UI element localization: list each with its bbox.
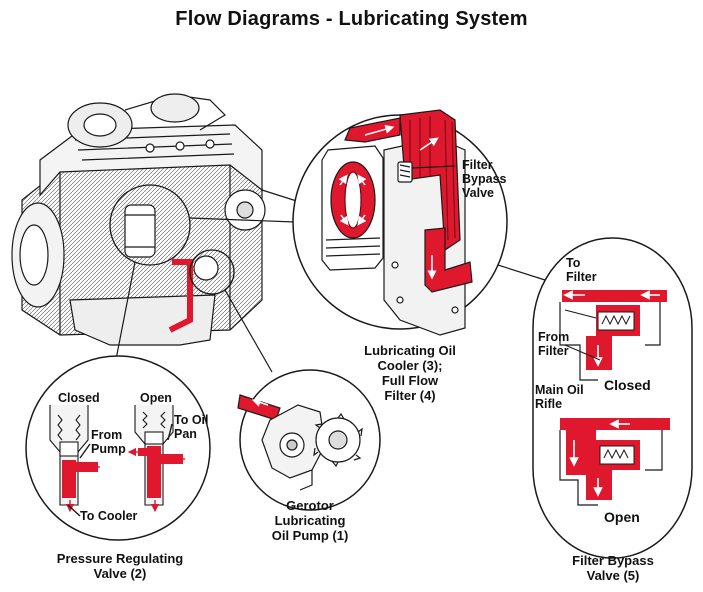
from-pump-line-2: Pump [91, 442, 126, 456]
main-oil-rifle-line-2: Rifle [535, 397, 563, 411]
main-oil-rifle-label: Main Oil Rifle [535, 383, 584, 411]
cooler-filter-illustration [321, 109, 473, 336]
to-oil-pan-line-2: Pan [174, 427, 197, 441]
pump-caption: Gerotor Lubricating Oil Pump (1) [255, 498, 365, 543]
bypass-closed-label: Closed [604, 377, 651, 393]
bypass-open-label: Open [604, 509, 640, 525]
from-filter-callout-line [564, 309, 597, 319]
bypass-valve-open-diagram [559, 418, 670, 506]
bypass-callout-line [411, 165, 456, 169]
from-pump-line-1: From [91, 428, 123, 442]
pump-caption-line-2: Lubricating [274, 513, 346, 528]
from-filter-line-1: From [538, 330, 570, 344]
filter-bypass-valve-callout: Filter Bypass Valve [462, 158, 506, 200]
cooler-flow-arrows [338, 124, 439, 280]
to-filter-line-1: To [566, 256, 581, 270]
pump-caption-line-1: Gerotor [286, 498, 334, 513]
page-title: Flow Diagrams - Lubricating System [175, 8, 528, 30]
caption-line-1: Lubricating Oil [364, 343, 456, 358]
callout-line-3: Valve [462, 186, 494, 200]
caption-line-4: Filter (4) [384, 388, 436, 403]
to-cooler-label: To Cooler [80, 509, 138, 523]
from-pump-label: From Pump [91, 428, 126, 456]
to-oil-pan-line-1: To Oil [174, 413, 209, 427]
from-filter-label: From Filter [538, 330, 569, 358]
prv-closed-label: Closed [58, 391, 100, 405]
bypass-valve-detail-oval [532, 237, 693, 559]
callout-line-1: Filter [462, 158, 493, 172]
bypass-valve-caption: Filter Bypass Valve (5) [553, 553, 673, 583]
engine-detail-circle-pump [189, 249, 235, 295]
prv-caption: Pressure Regulating Valve (2) [40, 551, 200, 581]
caption-line-2: Cooler (3); [377, 358, 443, 373]
caption-line-3: Full Flow [381, 373, 439, 388]
pump-caption-line-3: Oil Pump (1) [271, 528, 349, 543]
callout-line-2: Bypass [462, 172, 507, 186]
cooler-filter-caption: Lubricating Oil Cooler (3); Full Flow Fi… [355, 343, 465, 403]
prv-open-label: Open [140, 391, 172, 405]
bypass-caption-line-2: Valve (5) [586, 568, 640, 583]
prv-caption-line-2: Valve (2) [93, 566, 147, 581]
from-filter-line-2: Filter [538, 344, 569, 358]
to-filter-line-2: Filter [566, 270, 597, 284]
to-filter-label: To Filter [566, 256, 597, 284]
main-oil-rifle-callout-line [564, 344, 601, 361]
to-oil-pan-label: To Oil Pan [174, 413, 209, 441]
prv-caption-line-1: Pressure Regulating [56, 551, 184, 566]
gerotor-pump-illustration [237, 394, 363, 491]
prv-flow-arrows [65, 423, 185, 517]
bypass-valve-closed-diagram [559, 290, 667, 381]
engine-detail-circle-cooler [109, 184, 191, 266]
bypass-caption-line-1: Filter Bypass [572, 553, 654, 568]
main-oil-rifle-line-1: Main Oil [535, 383, 584, 397]
